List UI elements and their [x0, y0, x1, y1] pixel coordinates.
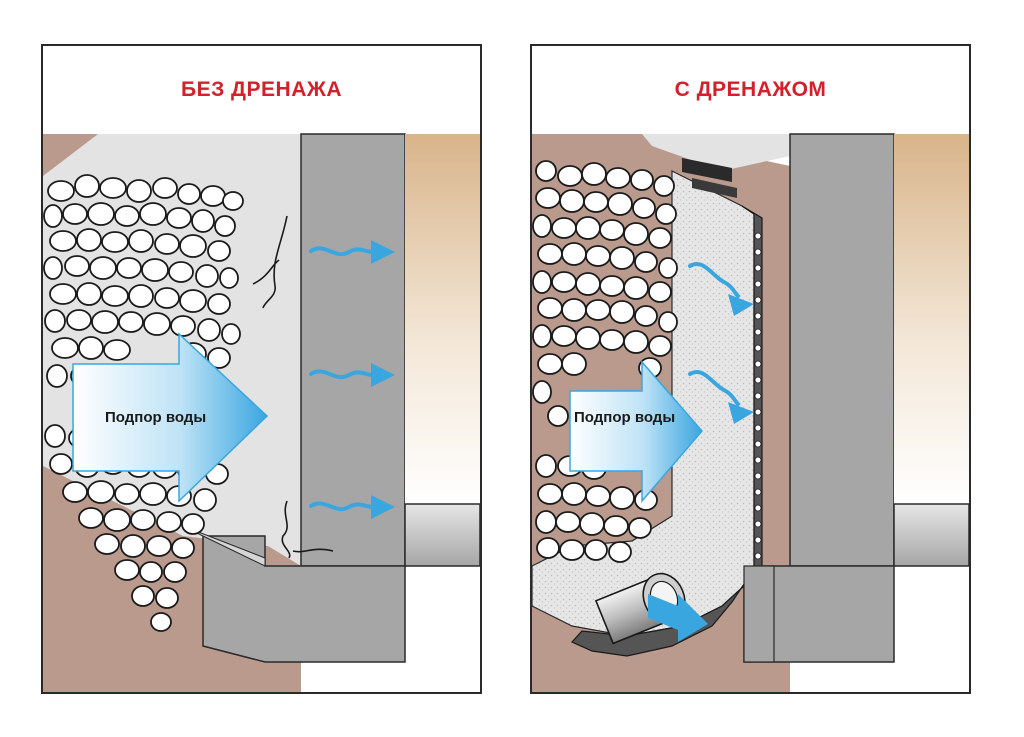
panel-without-drainage: БЕЗ ДРЕНАЖА [41, 44, 482, 694]
scene-without-drainage [43, 133, 480, 692]
redirected-arrowheads [728, 294, 754, 424]
wall-crack [252, 215, 288, 309]
pipe-flow-arrow [648, 594, 708, 642]
panel-with-drainage: С ДРЕНАЖОМ [530, 44, 971, 694]
footing-step [743, 565, 775, 663]
wall-face [642, 134, 790, 171]
foundation-wall [789, 133, 895, 567]
gravel-backfill [532, 160, 678, 563]
membrane-dimples [754, 232, 762, 560]
arrow-label: Подпор воды [105, 409, 207, 426]
arrow-label: Подпор воды [574, 409, 676, 426]
redirected-water-arrows [688, 262, 740, 406]
basement-floor [404, 503, 480, 567]
membrane-clamp-2 [692, 178, 737, 198]
foundation-wall [300, 133, 406, 567]
panel-title: С ДРЕНАЖОМ [674, 78, 827, 101]
scene-with-drainage [532, 133, 969, 692]
basement-interior [894, 134, 969, 504]
membrane-clamp [682, 158, 732, 182]
panel-title: БЕЗ ДРЕНАЖА [180, 78, 343, 101]
footing [202, 535, 406, 663]
seepage-arrowheads [371, 240, 395, 519]
basement-floor [893, 503, 969, 567]
basement-interior [405, 134, 480, 504]
water-pressure-arrow [72, 332, 269, 503]
water-pressure-arrow [569, 359, 703, 504]
footing-crack [281, 500, 334, 559]
seepage-arrows [309, 246, 375, 511]
